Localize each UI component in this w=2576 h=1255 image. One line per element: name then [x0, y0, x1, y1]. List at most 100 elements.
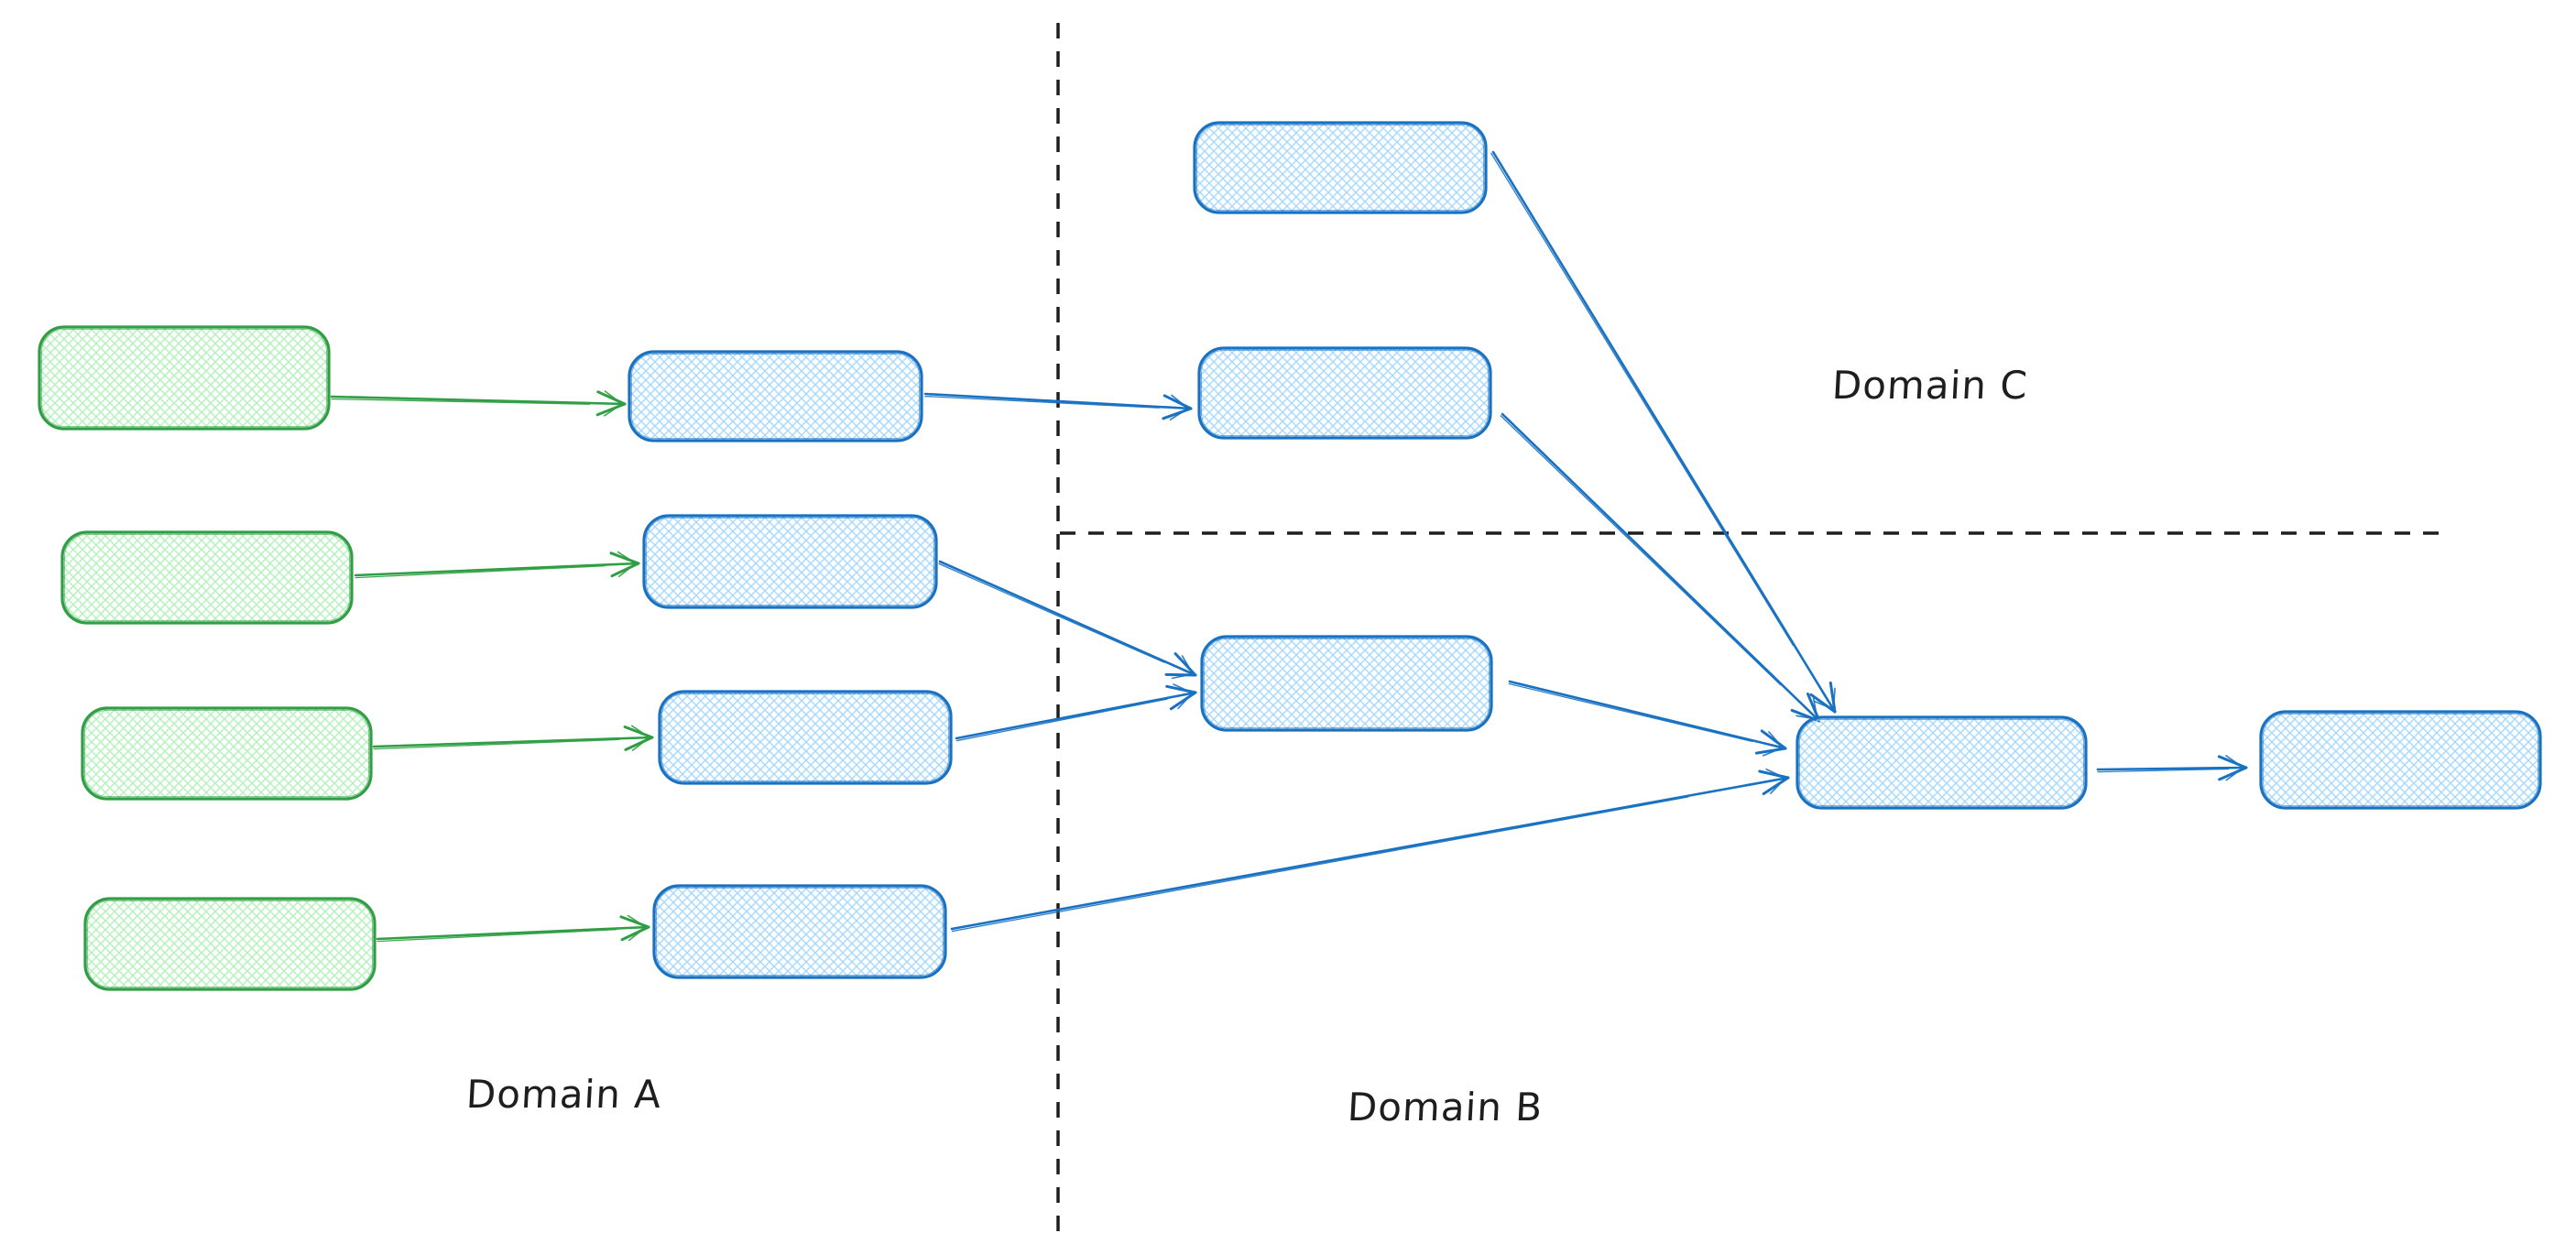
edge-domainb1-to-aggregator-shaft-sketch [1508, 682, 1753, 743]
edge-domainc1-to-aggregator-arrowhead-sketch [1832, 687, 1836, 711]
domain-a-source-1 [38, 325, 331, 431]
edge-source1-to-process1-shaft-sketch [331, 398, 591, 405]
edge-domainc2-to-aggregator-arrowhead-sketch [1812, 697, 1818, 720]
edge-process4-to-aggregator-arrowhead-sketch [1770, 777, 1786, 794]
edge-source2-to-process2-arrowhead-sketch [617, 551, 637, 564]
domain-b-label: Domain B [1346, 1085, 1545, 1130]
domain-a-process-2 [642, 514, 938, 609]
edge-source1-to-process1-shaft [330, 395, 627, 406]
edge-source1-to-process1 [330, 390, 627, 417]
domain-a-process-2-shape [642, 514, 938, 609]
edge-source3-to-process3-arrowhead-sketch [630, 725, 650, 738]
edge-source2-to-process2-shaft-sketch [355, 565, 606, 579]
edge-source4-to-process4 [376, 914, 650, 943]
domain-a-process-3 [658, 690, 953, 785]
edge-process3-to-domainb1-shaft [955, 691, 1197, 740]
edge-process4-to-aggregator [950, 768, 1790, 933]
domain-b-node-1-shape [1200, 635, 1493, 732]
edge-process3-to-domainb1-arrowhead-sketch [1177, 692, 1194, 710]
domain-a-process-1-shape [628, 350, 923, 442]
edge-process4-to-aggregator-shaft-sketch [951, 796, 1689, 933]
edge-source4-to-process4-shaft [376, 925, 650, 941]
edge-source3-to-process3-arrowhead-sketch [631, 737, 650, 751]
edge-source4-to-process4-arrowhead-sketch [627, 914, 647, 928]
edge-process2-to-domainb1-shaft [938, 560, 1197, 677]
edge-source2-to-process2 [354, 551, 640, 579]
edge-source2-to-process2-arrowhead-sketch [617, 562, 637, 578]
edge-process1-to-domainc2-shaft-sketch [924, 395, 1160, 409]
edge-domainc1-to-aggregator-arrowhead-sketch [1813, 700, 1835, 711]
domain-c-node-2-shape-sketch [1200, 349, 1490, 437]
edge-domainc1-to-aggregator [1490, 150, 1837, 714]
domain-b-output-shape-sketch [2262, 713, 2539, 807]
edge-source3-to-process3-shaft-sketch [373, 738, 620, 750]
domain-a-process-4 [652, 884, 947, 979]
edge-source1-to-process1-arrowhead-sketch [604, 403, 623, 417]
domain-c-node-2-shape [1197, 346, 1492, 440]
domain-a-process-3-shape-sketch [660, 693, 950, 782]
domain-b-node-1 [1200, 635, 1493, 732]
edge-domainc1-to-aggregator-shaft [1491, 150, 1837, 714]
edge-aggregator-to-output-arrowhead-sketch [2225, 767, 2244, 781]
edge-process1-to-domainc2-shaft [923, 392, 1193, 410]
edge-aggregator-to-output-shaft-sketch [2097, 768, 2230, 773]
edge-source2-to-process2-shaft [354, 562, 640, 577]
domain-c-node-1-shape-sketch [1195, 124, 1485, 212]
domain-a-process-1 [628, 350, 923, 442]
domain-a-label: Domain A [464, 1072, 663, 1117]
edge-process2-to-domainb1-shaft-sketch [938, 562, 1165, 663]
domain-c-node-2 [1197, 346, 1492, 440]
domain-a-process-4-shape [652, 884, 947, 979]
domain-b-aggregator-shape-sketch [1798, 718, 2085, 807]
domain-b-node-1-shape-sketch [1203, 638, 1490, 729]
domain-b-output [2259, 710, 2542, 810]
edge-aggregator-to-output-arrowhead-sketch [2225, 755, 2244, 769]
domain-a-source-2-shape [60, 530, 354, 625]
domain-a-source-2-shape-sketch [63, 533, 351, 622]
edge-process4-to-aggregator-shaft [950, 776, 1790, 931]
domain-b-aggregator-shape [1796, 715, 2088, 810]
domain-a-source-4-shape [83, 897, 377, 991]
edge-process3-to-domainb1 [955, 683, 1197, 742]
edge-domainb1-to-aggregator-arrowhead-sketch [1768, 731, 1784, 749]
domain-a-source-3-shape-sketch [83, 709, 370, 798]
edge-process4-to-aggregator-arrowhead-sketch [1765, 768, 1786, 780]
domain-a-source-3 [81, 706, 373, 801]
edge-process2-to-domainb1-arrowhead-sketch [1181, 655, 1195, 675]
edge-process1-to-domainc2-arrowhead-sketch [1169, 408, 1189, 420]
domain-a-source-1-shape [38, 325, 331, 431]
edge-process1-to-domainc2-arrowhead-sketch [1171, 394, 1189, 409]
domain-b-aggregator [1796, 715, 2088, 810]
edge-aggregator-to-output-shaft [2096, 766, 2248, 771]
edge-aggregator-to-output [2096, 755, 2248, 781]
edge-domainc2-to-aggregator-shaft [1501, 412, 1821, 723]
edge-domainb1-to-aggregator-shaft [1508, 680, 1787, 750]
domain-c-node-1-shape [1193, 121, 1488, 214]
domain-b-output-shape [2259, 710, 2542, 810]
domain-c-node-1 [1193, 121, 1488, 214]
domain-a-process-2-shape-sketch [645, 517, 935, 606]
domain-a-source-4 [83, 897, 377, 991]
edge-source1-to-process1-arrowhead-sketch [604, 390, 623, 405]
edge-domainc1-to-aggregator-shaft-sketch [1490, 152, 1794, 646]
edge-source3-to-process3-shaft [372, 736, 654, 748]
edge-process2-to-domainb1-arrowhead-sketch [1171, 672, 1195, 680]
domain-a-source-1-shape-sketch [40, 328, 328, 428]
edge-domainb1-to-aggregator-arrowhead-sketch [1762, 747, 1784, 757]
edge-process3-to-domainb1-arrowhead-sketch [1173, 683, 1194, 694]
domain-a-source-2 [60, 530, 354, 625]
edge-domainc2-to-aggregator [1500, 412, 1821, 723]
edge-source3-to-process3 [372, 725, 654, 751]
edge-domainc2-to-aggregator-shaft-sketch [1500, 415, 1782, 686]
edge-process2-to-domainb1 [938, 560, 1197, 680]
domain-a-process-1-shape-sketch [630, 353, 921, 440]
edge-domainb1-to-aggregator [1508, 680, 1787, 757]
domain-a-source-3-shape [81, 706, 373, 801]
edge-source4-to-process4-arrowhead-sketch [628, 926, 647, 942]
domain-c-label: Domain C [1830, 363, 2029, 408]
domain-a-source-4-shape-sketch [86, 900, 374, 988]
domain-a-process-3-shape [658, 690, 953, 785]
edge-process1-to-domainc2 [923, 392, 1193, 420]
